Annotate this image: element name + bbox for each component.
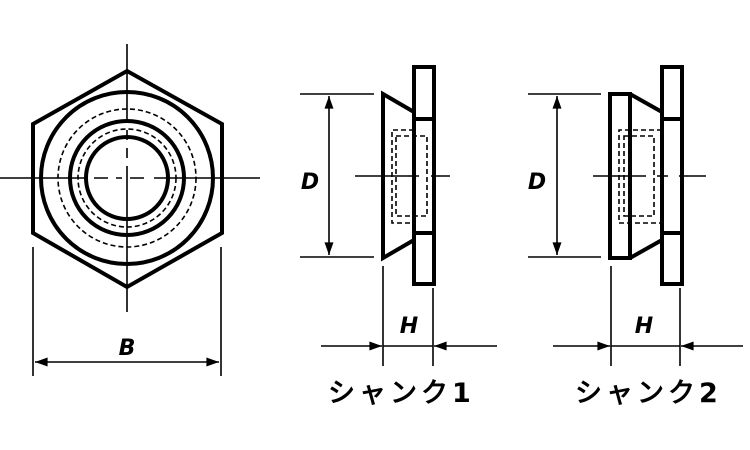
view-label: シャンク1 xyxy=(328,378,475,409)
flange xyxy=(660,65,684,286)
taper-bottom xyxy=(629,238,663,260)
h-dimension-label: H xyxy=(635,314,653,339)
h-dimension-label: H xyxy=(400,314,418,339)
hex-front-view: B xyxy=(0,44,260,376)
b-dimension-label: B xyxy=(119,336,136,361)
hidden-thread-2 xyxy=(623,135,655,217)
taper-top xyxy=(629,92,663,114)
flange-circle xyxy=(39,90,215,266)
hidden-thread-1 xyxy=(618,129,662,224)
bore-circle xyxy=(84,135,170,221)
shank2-side-view: D H シャンク2 xyxy=(528,65,743,409)
shank-collar xyxy=(608,92,632,260)
shank1-side-view: D H シャンク1 xyxy=(300,65,497,409)
hex-outline xyxy=(31,68,224,290)
flange xyxy=(412,65,436,286)
d-dimension-label: D xyxy=(301,170,319,195)
shank-circle xyxy=(68,119,186,237)
view-label: シャンク2 xyxy=(575,378,722,409)
hidden-thread-circle xyxy=(77,128,177,228)
hidden-shank-circle xyxy=(57,108,197,248)
tapered-shank xyxy=(381,90,416,262)
d-dimension-label: D xyxy=(528,170,546,195)
hidden-thread-1 xyxy=(391,129,414,224)
